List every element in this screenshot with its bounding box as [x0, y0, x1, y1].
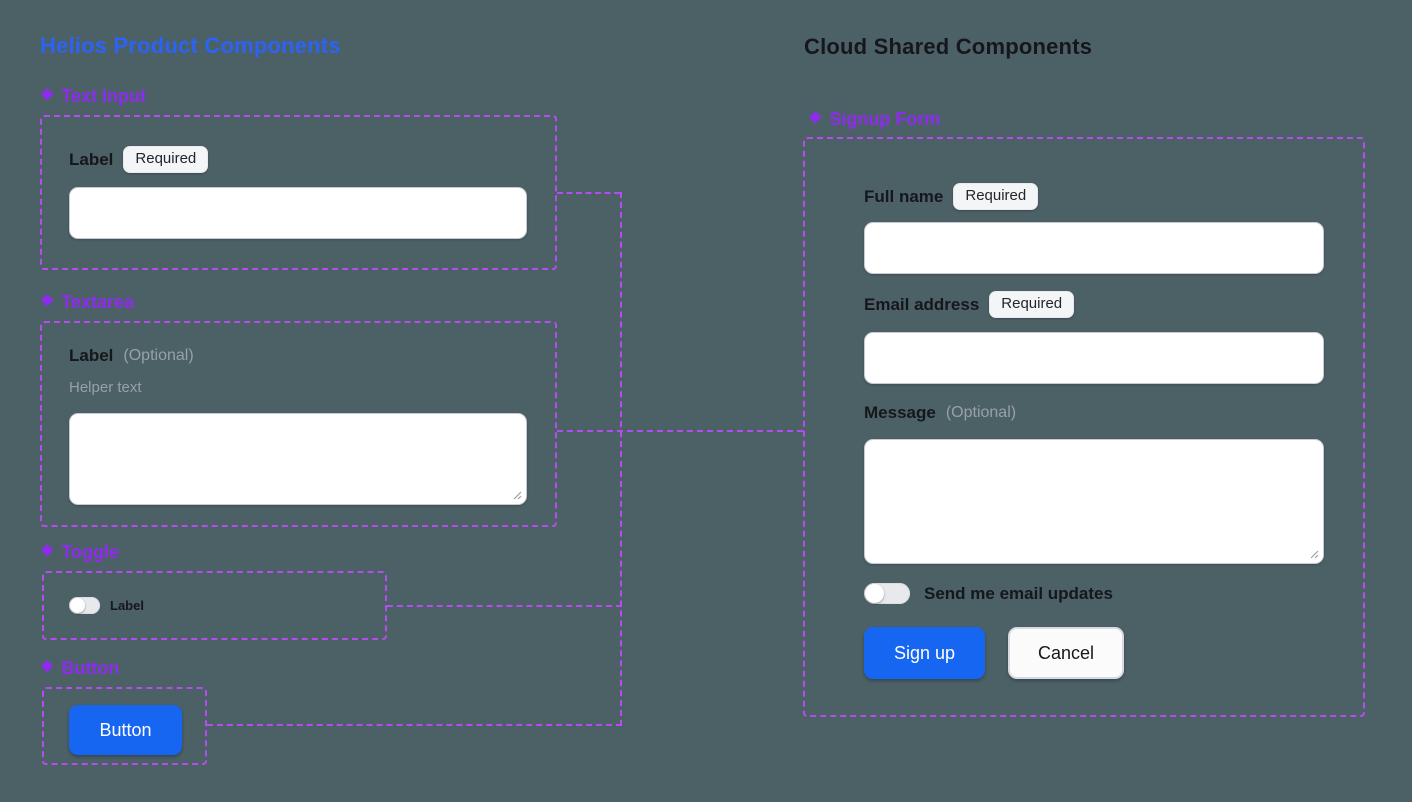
- component-icon: ❖: [40, 292, 55, 310]
- section-label-text-input[interactable]: ❖ Text Input: [40, 86, 146, 107]
- required-badge: Required: [123, 146, 209, 173]
- component-icon: ❖: [40, 86, 55, 104]
- connector-textarea: [557, 430, 803, 432]
- email-input[interactable]: [864, 332, 1324, 384]
- sample-button[interactable]: Button: [69, 705, 182, 755]
- signup-form-frame: Full name Required Email address Require…: [803, 137, 1365, 717]
- section-label-textarea[interactable]: ❖ Textarea: [40, 292, 134, 313]
- toggle-label: Label: [110, 598, 144, 613]
- helper-text: Helper text: [69, 379, 142, 396]
- optional-hint: (Optional): [123, 347, 194, 364]
- required-badge: Required: [953, 183, 1039, 210]
- toggle-knob: [865, 584, 884, 603]
- full-name-input[interactable]: [864, 222, 1324, 274]
- textarea-field[interactable]: [69, 413, 527, 505]
- text-input-frame: Label Required: [40, 115, 557, 270]
- textarea-label: Label: [69, 346, 114, 365]
- cancel-button[interactable]: Cancel: [1008, 627, 1124, 679]
- section-label-toggle[interactable]: ❖ Toggle: [40, 542, 119, 563]
- toggle-switch[interactable]: [69, 597, 100, 614]
- full-name-label: Full name: [864, 186, 944, 206]
- right-panel-title: Cloud Shared Components: [804, 34, 1093, 59]
- section-name: Button: [61, 658, 120, 678]
- message-label: Message: [864, 403, 936, 422]
- text-input-field[interactable]: [69, 187, 527, 239]
- toggle-frame: Label: [42, 571, 387, 640]
- email-updates-toggle[interactable]: [864, 583, 910, 604]
- connector-vertical: [620, 192, 622, 726]
- section-label-signup-form[interactable]: ❖ Signup Form: [808, 109, 940, 130]
- textarea-frame: Label (Optional) Helper text: [40, 321, 557, 527]
- email-updates-label: Send me email updates: [924, 583, 1113, 603]
- connector-button: [207, 724, 622, 726]
- sign-up-button[interactable]: Sign up: [864, 627, 985, 679]
- left-panel-title: Helios Product Components: [40, 33, 341, 58]
- optional-hint: (Optional): [945, 404, 1017, 421]
- section-label-button[interactable]: ❖ Button: [40, 658, 119, 679]
- toggle-knob: [70, 598, 85, 613]
- section-name: Text Input: [61, 86, 146, 106]
- button-frame: Button: [42, 687, 207, 765]
- component-icon: ❖: [40, 542, 55, 560]
- component-icon: ❖: [808, 109, 823, 127]
- required-badge: Required: [989, 291, 1075, 318]
- email-label: Email address: [864, 294, 980, 314]
- connector-toggle: [387, 605, 622, 607]
- component-icon: ❖: [40, 658, 55, 676]
- text-input-label: Label: [69, 149, 114, 169]
- section-name: Textarea: [61, 292, 135, 312]
- message-textarea[interactable]: [864, 439, 1324, 564]
- section-name: Signup Form: [829, 109, 941, 129]
- connector-text-input: [557, 192, 620, 194]
- section-name: Toggle: [61, 542, 119, 562]
